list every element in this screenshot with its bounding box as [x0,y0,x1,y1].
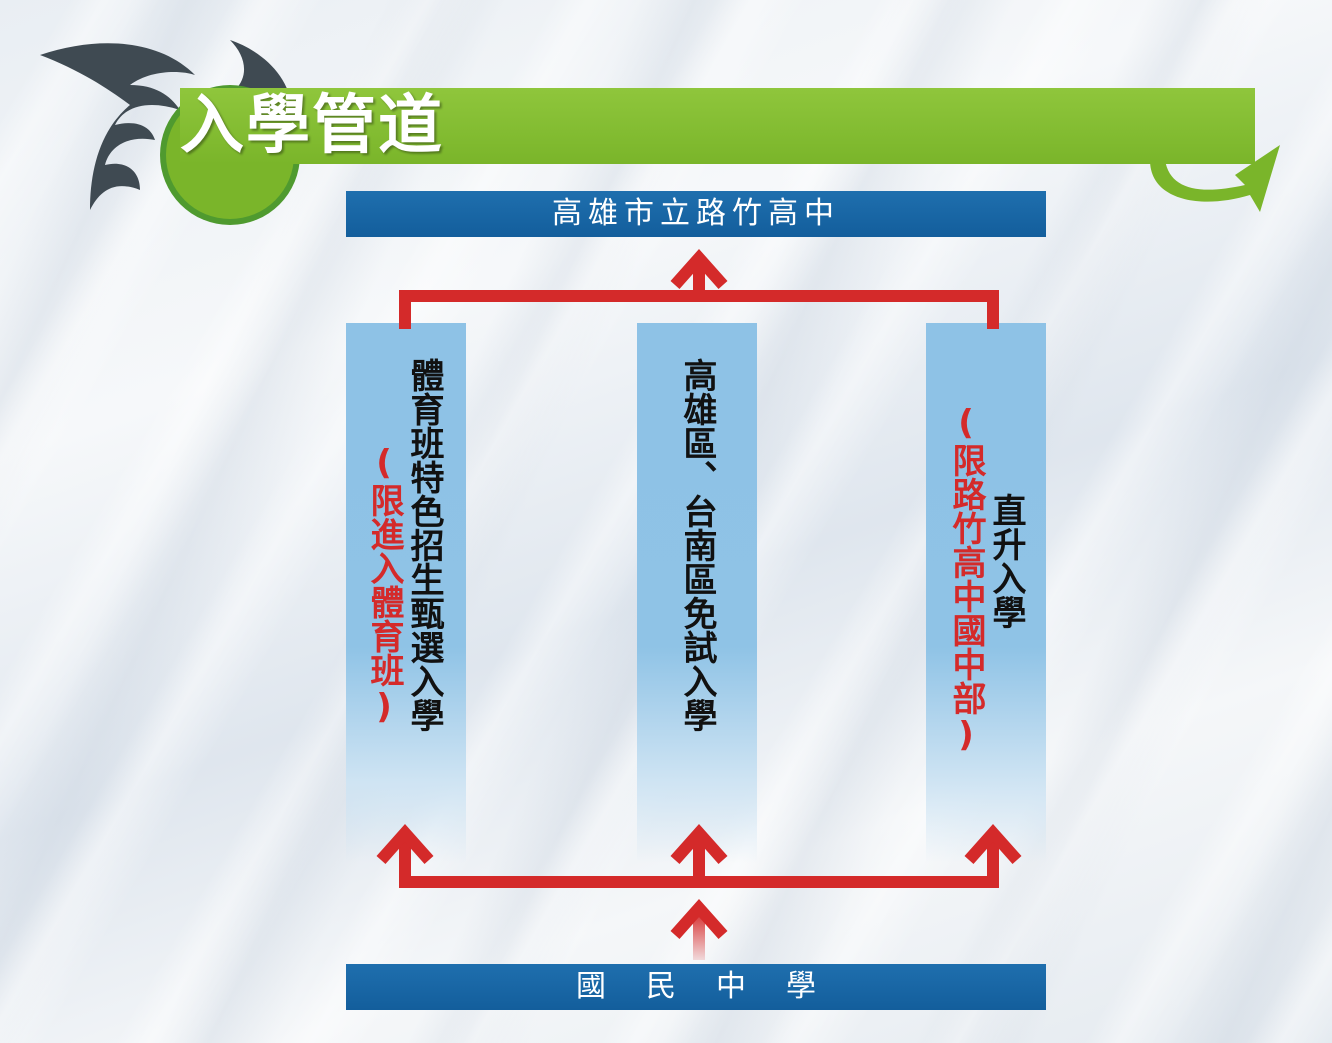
origin-junior-high-box: 國民中學 [346,964,1046,1010]
arrow-up-icon [670,248,728,289]
path-column-exam-free: 高雄區、台南區免試入學 [637,323,757,863]
path-column-direct-promotion: 直升入學 (限路竹高中國中部) [926,323,1046,863]
path-label: 高雄區、台南區免試入學 [677,358,717,732]
top-merge-line [399,290,999,329]
path-label: 體育班特色招生甄選入學 [404,358,444,732]
arrow-up-icon [670,898,728,939]
banner-curl-icon [1150,145,1280,212]
path-note: (限路竹高中國中部) [946,403,986,755]
path-label: 直升入學 [986,493,1026,629]
title-banner [180,88,1255,164]
entry-stem [693,910,705,960]
page-title: 入學管道 [180,89,444,163]
destination-school-box: 高雄市立路竹高中 [346,191,1046,237]
path-note: (限進入體育班) [364,443,404,727]
path-column-sports: 體育班特色招生甄選入學 (限進入體育班) [346,323,466,863]
